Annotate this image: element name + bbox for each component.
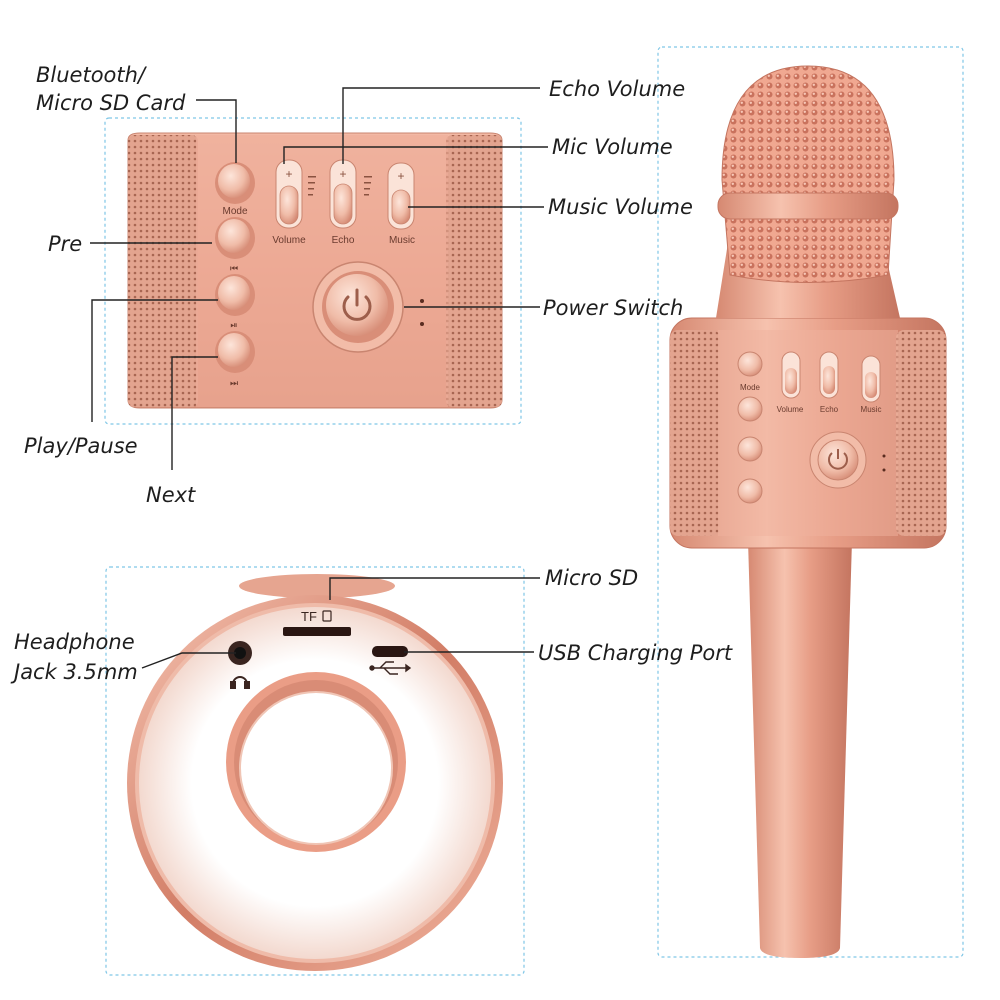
bottom-view: TF <box>127 574 503 971</box>
prev-glyph: ⏮ <box>230 263 238 273</box>
power-icon <box>342 288 372 321</box>
sd-card-slot[interactable] <box>283 627 351 636</box>
leader-lines <box>90 87 548 669</box>
level-bars <box>308 176 372 196</box>
headphone-icon <box>230 676 250 689</box>
callout-headphone: Headphone <box>14 630 135 654</box>
echo-label: Echo <box>332 235 355 246</box>
microphone: Mode Volume Echo Music <box>669 65 947 958</box>
usb-icon <box>369 661 412 675</box>
prev-button[interactable] <box>215 217 255 259</box>
next-button[interactable] <box>215 331 255 373</box>
callout-jack-size: Jack 3.5mm <box>14 660 138 684</box>
callout-next: Next <box>146 483 196 507</box>
indicator-led <box>420 322 424 326</box>
svg-text:+: + <box>339 167 346 181</box>
power-button[interactable] <box>312 261 404 353</box>
callout-micro-sd-card: Micro SD Card <box>36 91 186 115</box>
music-label: Music <box>389 235 415 246</box>
callout-bluetooth: Bluetooth/ <box>36 63 146 87</box>
mini-echo-label: Echo <box>820 405 839 414</box>
usb-port[interactable] <box>372 646 408 657</box>
headphone-jack[interactable] <box>228 641 252 665</box>
next-glyph: ⏭ <box>230 378 238 388</box>
volume-label: Volume <box>272 235 306 246</box>
volume-slider[interactable]: + <box>275 159 303 229</box>
svg-text:+: + <box>285 167 292 181</box>
mini-music-label: Music <box>861 405 882 414</box>
sd-card-icon <box>322 610 332 622</box>
music-slider[interactable]: + <box>387 162 415 230</box>
callout-echo-volume: Echo Volume <box>549 77 686 101</box>
callout-usb-charging-port: USB Charging Port <box>538 641 733 665</box>
callout-play-pause: Play/Pause <box>24 434 138 458</box>
tf-slot-label: TF <box>301 609 317 624</box>
mini-mode-label: Mode <box>740 383 761 392</box>
mode-button[interactable] <box>215 162 255 204</box>
callout-mic-volume: Mic Volume <box>552 135 673 159</box>
play-pause-button[interactable] <box>215 274 255 316</box>
top-panel-frame <box>104 117 522 425</box>
callout-micro-sd: Micro SD <box>545 566 639 590</box>
callout-power-switch: Power Switch <box>543 296 684 320</box>
indicator-led <box>420 299 424 303</box>
bottom-view-frame <box>105 566 525 976</box>
svg-text:+: + <box>397 169 404 183</box>
mode-label: Mode <box>222 206 247 217</box>
echo-slider[interactable]: + <box>329 159 357 229</box>
control-panel-closeup: Mode ⏮ ⏯ ⏭ + Volume + Echo <box>127 132 503 409</box>
mini-controls <box>737 351 886 504</box>
callout-pre: Pre <box>48 232 83 256</box>
callout-music-volume: Music Volume <box>548 195 693 219</box>
mini-volume-label: Volume <box>777 405 804 414</box>
play-glyph: ⏯ <box>230 320 237 330</box>
